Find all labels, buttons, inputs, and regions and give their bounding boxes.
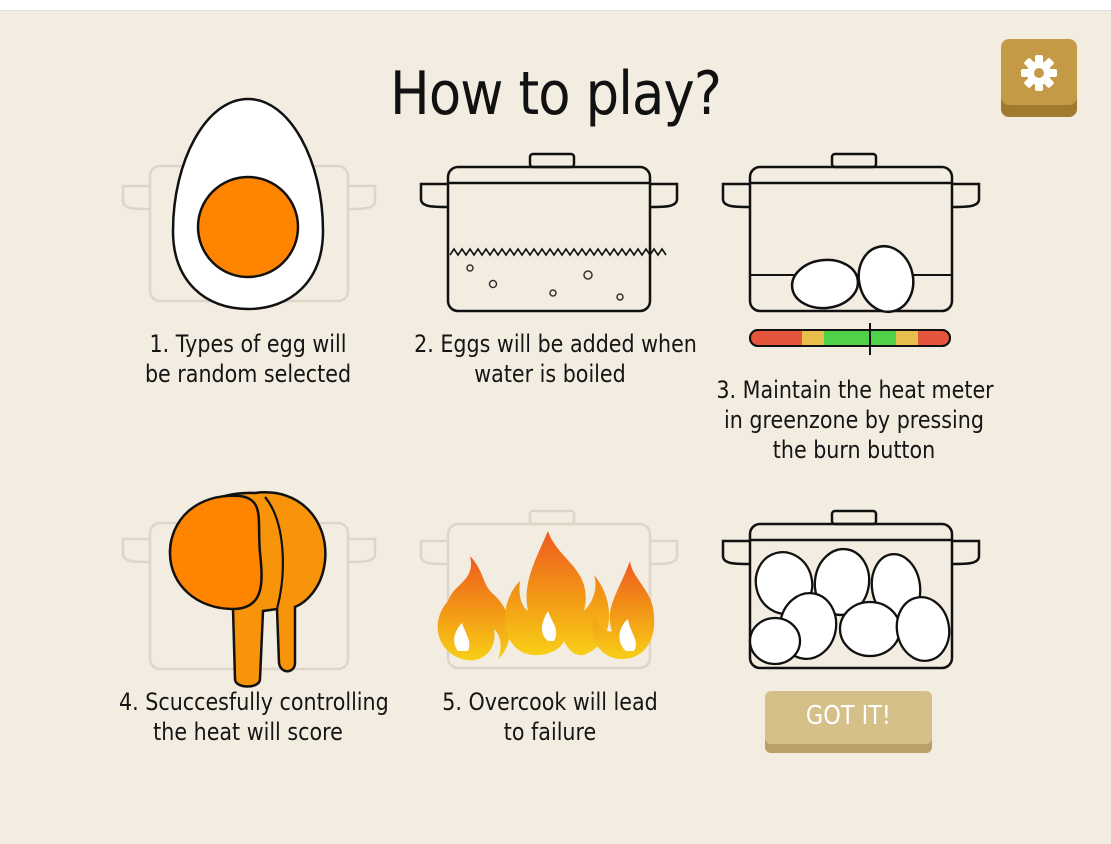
step-5-caption: 5. Overcook will lead to failure <box>442 688 658 746</box>
heat-meter-bar <box>749 323 951 355</box>
heat-meter-icon <box>721 152 981 355</box>
got-it-button[interactable]: GOT IT! <box>765 691 932 753</box>
step-1-caption: 1. Types of egg will be random selected <box>144 330 352 388</box>
gear-icon <box>1021 55 1057 91</box>
fire-icon <box>419 509 679 670</box>
full-pot-icon <box>721 509 981 670</box>
step-4-caption: 4. Scuccesfully controlling the heat wil… <box>119 688 389 746</box>
boiled-egg-icon <box>121 97 377 311</box>
game-screen: How to play? 1. Types o <box>0 10 1111 844</box>
step-2-caption: 2. Eggs will be added when water is boil… <box>414 330 697 388</box>
step-3-caption: 3. Maintain the heat meter in greenzone … <box>716 376 994 464</box>
melting-egg-icon <box>121 491 377 688</box>
settings-button[interactable] <box>1001 39 1077 117</box>
boiling-pot-icon <box>419 152 679 313</box>
page-title: How to play? <box>389 59 722 129</box>
got-it-label: GOT IT! <box>806 701 891 731</box>
